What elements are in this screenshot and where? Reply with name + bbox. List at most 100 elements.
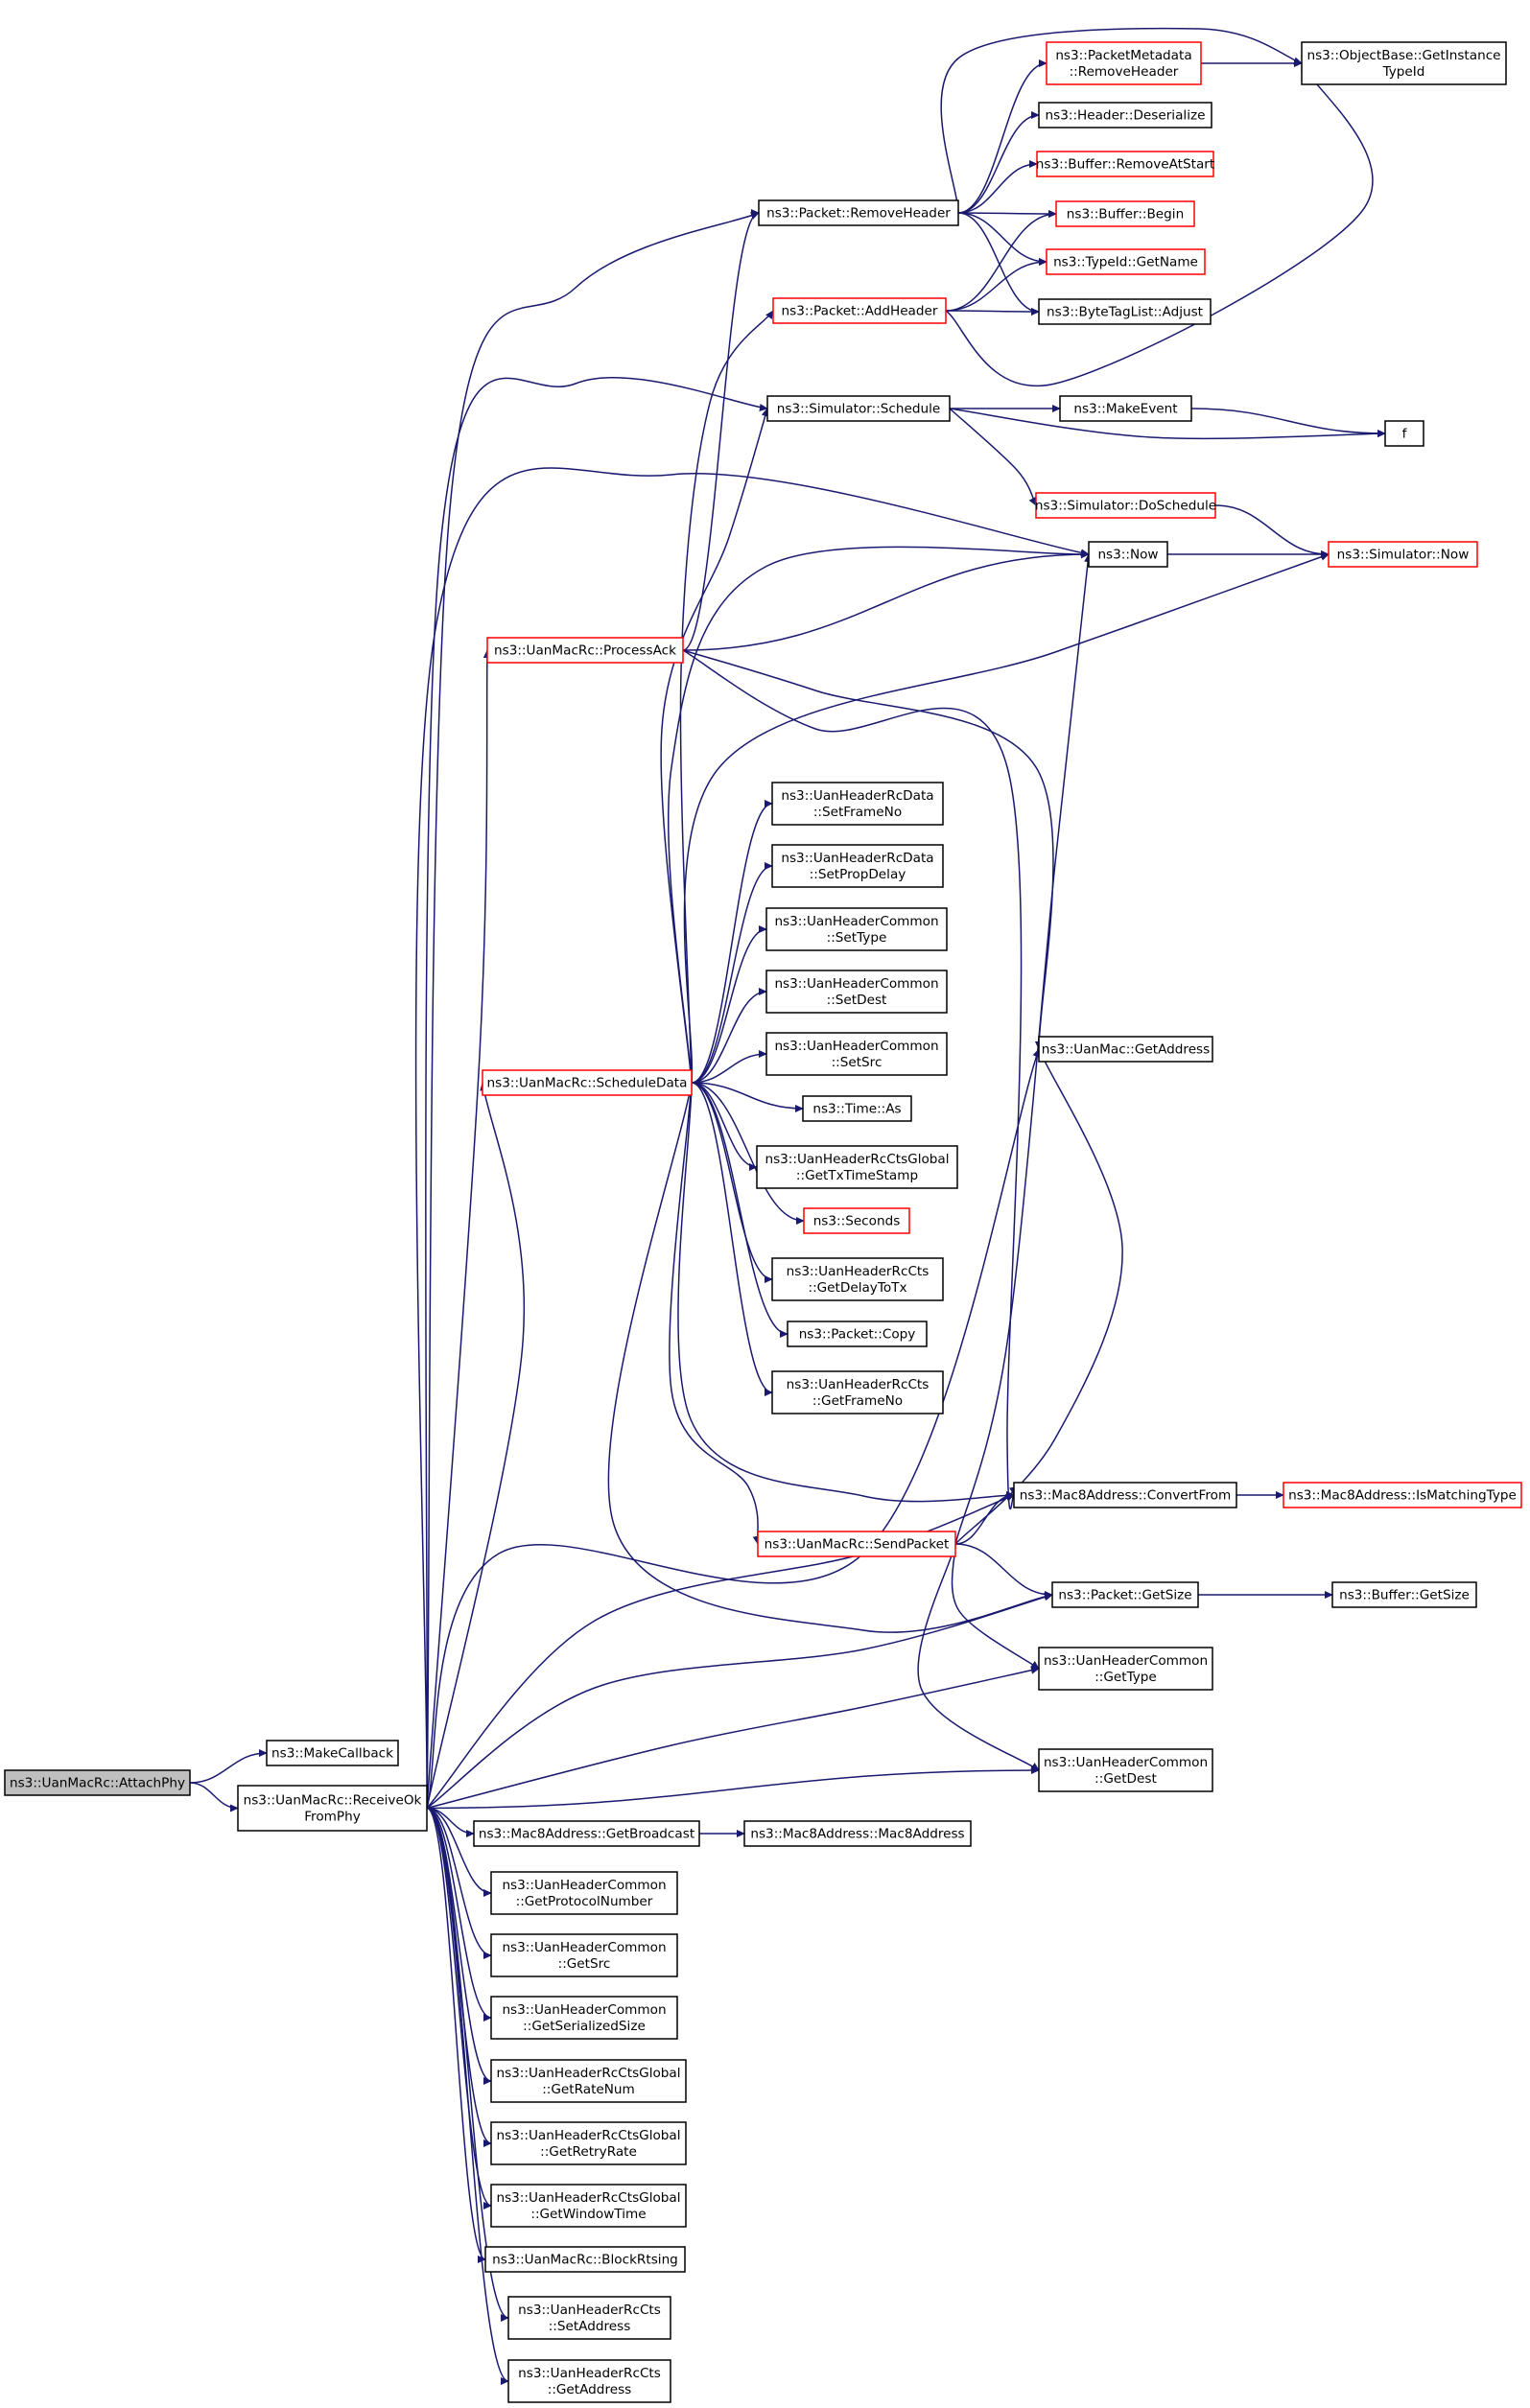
edge-removeheader-to-getinstancetypeid — [940, 27, 1303, 214]
node-bufferbegin[interactable]: ns3::Buffer::Begin — [1055, 200, 1195, 227]
edge-line — [1190, 408, 1386, 438]
node-adjust[interactable]: ns3::ByteTagList::Adjust — [1038, 298, 1212, 325]
node-getbroadcast[interactable]: ns3::Mac8Address::GetBroadcast — [473, 1820, 700, 1847]
node-removeheader[interactable]: ns3::Packet::RemoveHeader — [758, 199, 959, 226]
edge-scheduledata-to-timeas — [691, 1082, 804, 1113]
node-ismatchingtype[interactable]: ns3::Mac8Address::IsMatchingType — [1283, 1482, 1522, 1508]
node-getsize[interactable]: ns3::Packet::GetSize — [1051, 1581, 1199, 1608]
node-setaddress[interactable]: ns3::UanHeaderRcCts::SetAddress — [507, 2296, 671, 2340]
edge-scheduledata-to-setpropdelay — [691, 861, 773, 1084]
node-timeas[interactable]: ns3::Time::As — [802, 1095, 912, 1122]
node-sendpacket[interactable]: ns3::UanMacRc::SendPacket — [757, 1531, 956, 1557]
edge-line — [679, 310, 774, 1084]
node-gettxtimestamp[interactable]: ns3::UanHeaderRcCtsGlobal::GetTxTimeStam… — [756, 1145, 958, 1189]
edge-line — [957, 209, 1057, 219]
node-box — [1038, 1036, 1213, 1063]
node-getprotocolnumber[interactable]: ns3::UanHeaderCommon::GetProtocolNumber — [490, 1871, 678, 1915]
node-gettype[interactable]: ns3::UanHeaderCommon::GetType — [1038, 1647, 1213, 1691]
node-box — [758, 199, 959, 226]
node-schedule[interactable]: ns3::Simulator::Schedule — [766, 395, 951, 422]
edge-processack-to-convertfrom — [682, 649, 1023, 1510]
node-now[interactable]: ns3::Now — [1088, 541, 1168, 568]
node-f[interactable]: f — [1384, 420, 1424, 447]
node-getsrc[interactable]: ns3::UanHeaderCommon::GetSrc — [490, 1933, 678, 1977]
node-box — [803, 1207, 910, 1234]
edge-sendpacket-to-getsize — [954, 1543, 1053, 1600]
node-removeatstart[interactable]: ns3::Buffer::RemoveAtStart — [1036, 151, 1214, 177]
node-label: ns3::UanMacRc::ReceiveOk — [244, 1793, 422, 1809]
edge-receiveok-to-processack — [426, 649, 491, 1809]
node-buffergetsize[interactable]: ns3::Buffer::GetSize — [1331, 1581, 1477, 1608]
edge-makeevent-to-f — [1190, 408, 1386, 438]
node-doschedule[interactable]: ns3::Simulator::DoSchedule — [1035, 492, 1216, 519]
node-attachphy: ns3::UanMacRc::AttachPhy — [4, 1769, 191, 1796]
node-addheader[interactable]: ns3::Packet::AddHeader — [772, 297, 947, 324]
edge-line — [691, 1082, 789, 1339]
node-getretryrate[interactable]: ns3::UanHeaderRcCtsGlobal::GetRetryRate — [490, 2121, 687, 2165]
node-label: ns3::ObjectBase::GetInstance — [1306, 48, 1500, 63]
edge-line — [917, 1543, 1040, 1771]
edge-processack-to-removeheader — [682, 209, 760, 651]
node-seconds[interactable]: ns3::Seconds — [803, 1207, 910, 1234]
node-label: ns3::Mac8Address::IsMatchingType — [1288, 1488, 1517, 1504]
node-getserializedsize[interactable]: ns3::UanHeaderCommon::GetSerializedSize — [490, 1996, 678, 2040]
node-makecallback[interactable]: ns3::MakeCallback — [266, 1740, 399, 1766]
node-setpropdelay[interactable]: ns3::UanHeaderRcData::SetPropDelay — [771, 844, 944, 888]
edge-addheader-to-adjust — [945, 307, 1040, 316]
node-box — [1283, 1482, 1522, 1508]
node-box — [1038, 298, 1212, 325]
node-makeevent[interactable]: ns3::MakeEvent — [1059, 395, 1192, 422]
node-deserialize[interactable]: ns3::Header::Deserialize — [1038, 102, 1212, 129]
edge-scheduledata-to-setsrc — [691, 1049, 767, 1084]
node-pm_removeheader[interactable]: ns3::PacketMetadata::RemoveHeader — [1046, 41, 1202, 85]
edge-scheduledata-to-getframeno — [691, 1082, 773, 1396]
node-setframeno[interactable]: ns3::UanHeaderRcData::SetFrameNo — [771, 782, 944, 826]
edge-line — [691, 861, 773, 1084]
edge-scheduledata-to-now — [668, 546, 1090, 1084]
node-label: ns3::UanHeaderRcData — [781, 788, 933, 804]
node-blockrtsing[interactable]: ns3::UanMacRc::BlockRtsing — [484, 2246, 686, 2273]
node-getratenum[interactable]: ns3::UanHeaderRcCtsGlobal::GetRateNum — [490, 2059, 687, 2103]
edge-line — [691, 1082, 805, 1226]
node-setsrc[interactable]: ns3::UanHeaderCommon::SetSrc — [765, 1032, 948, 1076]
edge-line — [426, 1807, 492, 2209]
edge-line — [426, 1807, 492, 2022]
node-scheduledata[interactable]: ns3::UanMacRc::ScheduleData — [482, 1069, 693, 1096]
node-processack[interactable]: ns3::UanMacRc::ProcessAck — [486, 637, 684, 664]
edge-receiveok-to-gettype — [426, 1666, 1040, 1810]
node-getname[interactable]: ns3::TypeId::GetName — [1046, 248, 1206, 275]
edge-line — [945, 257, 1047, 312]
node-label: ns3::PacketMetadata — [1055, 48, 1191, 63]
node-label: ::GetDelayToTx — [808, 1280, 906, 1296]
node-packetcopy[interactable]: ns3::Packet::Copy — [787, 1321, 928, 1347]
node-box — [757, 1531, 956, 1557]
node-getdest[interactable]: ns3::UanHeaderCommon::GetDest — [1038, 1748, 1213, 1792]
edge-line — [691, 1049, 767, 1084]
node-label: ::GetAddress — [548, 2382, 632, 2397]
edge-scheduledata-to-setframeno — [691, 800, 773, 1084]
node-label: ::GetSrc — [558, 1956, 611, 1972]
edge-removeheader-to-adjust — [957, 212, 1040, 316]
node-box — [756, 1145, 958, 1189]
node-getframeno[interactable]: ns3::UanHeaderRcCts::GetFrameNo — [771, 1370, 944, 1414]
node-convertfrom[interactable]: ns3::Mac8Address::ConvertFrom — [1013, 1482, 1237, 1508]
edge-receiveok-to-removeheader — [426, 212, 760, 1809]
node-getaddress_cts[interactable]: ns3::UanHeaderRcCts::GetAddress — [507, 2359, 671, 2403]
edge-line — [957, 110, 1040, 214]
node-box — [1046, 41, 1202, 85]
node-mac8address[interactable]: ns3::Mac8Address::Mac8Address — [743, 1820, 972, 1847]
node-simulatornow[interactable]: ns3::Simulator::Now — [1328, 541, 1478, 568]
node-getdelaytotx[interactable]: ns3::UanHeaderRcCts::GetDelayToTx — [771, 1257, 944, 1301]
node-getwindowtime[interactable]: ns3::UanHeaderRcCtsGlobal::GetWindowTime — [490, 2184, 687, 2228]
node-box — [743, 1820, 972, 1847]
node-box — [486, 637, 684, 664]
node-settype[interactable]: ns3::UanHeaderCommon::SetType — [765, 907, 948, 951]
edge-line — [607, 1082, 1053, 1633]
node-label: ::RemoveHeader — [1070, 64, 1179, 80]
edge-line — [426, 1807, 492, 1898]
node-setdest[interactable]: ns3::UanHeaderCommon::SetDest — [765, 970, 948, 1014]
node-uanmac_getaddress[interactable]: ns3::UanMac::GetAddress — [1038, 1036, 1213, 1063]
node-label: ns3::Simulator::DoSchedule — [1035, 499, 1216, 514]
